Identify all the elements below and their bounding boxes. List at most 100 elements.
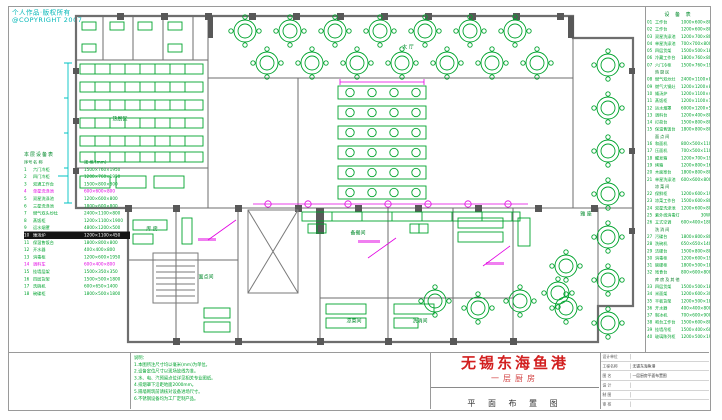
- floor-plan-drawing: [58, 13, 635, 345]
- drawing-name-wrap: 平 面 布 置 图: [431, 387, 599, 410]
- note-line: 5.隔墙砌筑前请核对设备进场尺寸。: [134, 389, 203, 395]
- title-block-row: 设 计: [601, 381, 709, 391]
- room-label: 洗消间: [412, 318, 428, 324]
- dining-tables: [228, 14, 625, 340]
- copyright-line2: @COPYRIGHT 2007: [12, 16, 83, 25]
- stair-elevator-cores: [152, 209, 299, 304]
- left-table-header: 本层设备表: [24, 152, 54, 158]
- title-block-row: 图 名一层厨房平面布置图: [601, 371, 709, 381]
- kitchen-equipment: [79, 21, 531, 333]
- equipment-row: 洗消间: [655, 226, 671, 232]
- equipment-row: 凉菜间: [655, 183, 671, 189]
- title-block-row: 设计单位: [601, 352, 709, 362]
- drawing-title-cell: 无锡东海鱼港 一层厨房 平 面 布 置 图: [431, 354, 599, 408]
- right-table-header: 设 备 表: [664, 12, 693, 18]
- note-line: 6.不锈钢设备均为工厂定制产品。: [134, 396, 199, 402]
- room-label: 凉菜间: [346, 318, 362, 324]
- title-block-row: 审 核: [601, 400, 709, 409]
- room-label: 备餐间: [350, 230, 366, 236]
- right-equipment-table: 设 备 表 01工作台1000×600×80002工作台1200×600×800…: [647, 10, 710, 340]
- note-line: 4.排烟罩下沿距地面2000mm。: [134, 382, 197, 388]
- equipment-row: 库房及其他: [655, 276, 681, 282]
- room-label: 大 厅: [402, 44, 414, 50]
- note-line: 1.本图所注尺寸均以毫米(mm)为单位。: [134, 362, 210, 368]
- copyright-line1: 个人作品·版权所有: [12, 9, 71, 17]
- magenta-annotations: [198, 79, 528, 267]
- room-label: 库 房: [146, 226, 158, 232]
- title-cell-divider-right: [600, 352, 601, 409]
- room-label: 雅 座: [580, 211, 592, 217]
- note-line: 2.设备定位尺寸以现场放线为准。: [134, 369, 199, 375]
- room-label: 面点间: [198, 274, 214, 280]
- sheet-frame: [8, 6, 711, 411]
- project-subtitle: 一层厨房: [491, 374, 539, 383]
- title-block-row: 工程名称无锡东海鱼港: [601, 362, 709, 372]
- general-notes: 说明：1.本图所注尺寸均以毫米(mm)为单位。2.设备定位尺寸以现场放线为准。3…: [134, 355, 404, 403]
- room-label: 热厨区: [112, 116, 128, 122]
- copyright-watermark: 个人作品·版权所有 @COPYRIGHT 2007: [12, 9, 122, 24]
- drawing-name: 平 面 布 置 图: [467, 399, 563, 408]
- left-table-columns: 序号名 称规 格 (mm): [24, 159, 107, 165]
- title-block: 设计单位工程名称无锡东海鱼港图 名一层厨房平面布置图设 计制 图审 核: [601, 352, 709, 409]
- title-block-row: 制 图: [601, 390, 709, 400]
- schedule-divider: [645, 7, 646, 352]
